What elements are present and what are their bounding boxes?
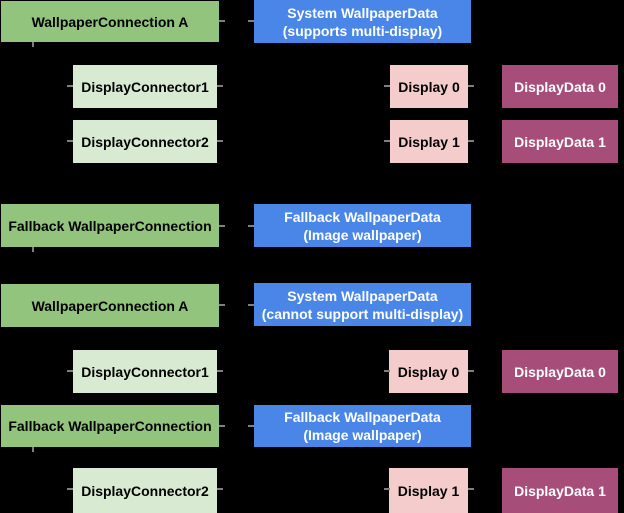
node-label: DisplayConnector2 [81, 482, 209, 499]
connector-tick [32, 447, 34, 452]
connector-tick [248, 20, 254, 22]
display-connector-1-multi: DisplayConnector1 [73, 65, 217, 108]
connector-tick [217, 370, 223, 372]
display-data-0-single: DisplayData 0 [502, 350, 618, 393]
connector-tick [468, 370, 474, 372]
display-1-multi: Display 1 [390, 120, 468, 163]
display-data-0-multi: DisplayData 0 [502, 65, 618, 108]
node-label: Fallback WallpaperConnection [8, 217, 212, 234]
connector-tick [468, 85, 474, 87]
connector-tick [219, 425, 225, 427]
display-data-1-single: DisplayData 1 [502, 468, 618, 513]
node-label: DisplayData 0 [514, 78, 606, 95]
display-1-single: Display 1 [389, 468, 468, 513]
node-label: DisplayData 1 [514, 133, 606, 150]
connector-tick [384, 370, 390, 372]
wallpaper-connection-a-single: WallpaperConnection A [1, 284, 219, 327]
node-label: WallpaperConnection A [31, 297, 189, 314]
connector-tick [67, 488, 73, 490]
node-label: Display 0 [397, 363, 460, 380]
connector-tick [67, 85, 73, 87]
display-0-multi: Display 0 [390, 65, 468, 108]
node-label: DisplayConnector2 [81, 133, 209, 150]
connector-tick [384, 85, 390, 87]
display-data-1-multi: DisplayData 1 [502, 120, 618, 163]
connector-tick [32, 42, 34, 47]
connector-tick [219, 304, 225, 306]
display-connector-1-single: DisplayConnector1 [73, 350, 217, 393]
connector-tick [217, 85, 223, 87]
display-connector-2-single: DisplayConnector2 [73, 468, 217, 513]
system-wallpaper-data-multi: System WallpaperData(supports multi-disp… [254, 0, 471, 43]
fallback-wallpaper-connection-multi: Fallback WallpaperConnection [1, 204, 219, 247]
system-wallpaper-data-single: System WallpaperData(cannot support mult… [254, 283, 471, 326]
node-label: (cannot support multi-display) [261, 305, 464, 322]
connector-tick [248, 425, 254, 427]
fallback-wallpaper-data-multi: Fallback WallpaperData(Image wallpaper) [254, 204, 471, 247]
connector-tick [32, 247, 34, 252]
connector-tick [468, 140, 474, 142]
node-label: Fallback WallpaperData [284, 409, 441, 425]
node-label: (Image wallpaper) [303, 427, 422, 443]
connector-tick [219, 225, 225, 227]
connector-tick [248, 225, 254, 227]
connector-tick [248, 304, 254, 306]
node-label: DisplayConnector1 [81, 78, 209, 95]
connector-tick [468, 488, 474, 490]
node-label: Display 1 [397, 482, 460, 499]
node-label: (supports multi-display) [282, 22, 443, 39]
connector-tick [384, 140, 390, 142]
node-label: System WallpaperData [287, 4, 438, 21]
wallpaper-connection-a-multi: WallpaperConnection A [1, 1, 219, 42]
node-label: Fallback WallpaperConnection [8, 418, 212, 434]
connector-tick [384, 488, 390, 490]
connector-tick [217, 488, 223, 490]
display-connector-2-multi: DisplayConnector2 [73, 120, 217, 163]
fallback-wallpaper-data-single: Fallback WallpaperData (Image wallpaper) [254, 405, 471, 447]
connector-tick [67, 140, 73, 142]
node-label: (Image wallpaper) [303, 226, 422, 243]
node-label: DisplayConnector1 [81, 363, 209, 380]
node-label: Display 1 [398, 133, 460, 150]
node-label: WallpaperConnection A [31, 13, 189, 30]
connector-tick [217, 140, 223, 142]
node-label: Fallback WallpaperData [284, 208, 441, 225]
connector-tick [67, 370, 73, 372]
fallback-wallpaper-connection-single: Fallback WallpaperConnection [1, 405, 219, 447]
connector-tick [219, 20, 225, 22]
node-label: DisplayData 1 [514, 482, 606, 499]
node-label: System WallpaperData [287, 287, 438, 304]
node-label: Display 0 [398, 78, 460, 95]
node-label: DisplayData 0 [514, 363, 606, 380]
display-0-single: Display 0 [389, 350, 468, 393]
